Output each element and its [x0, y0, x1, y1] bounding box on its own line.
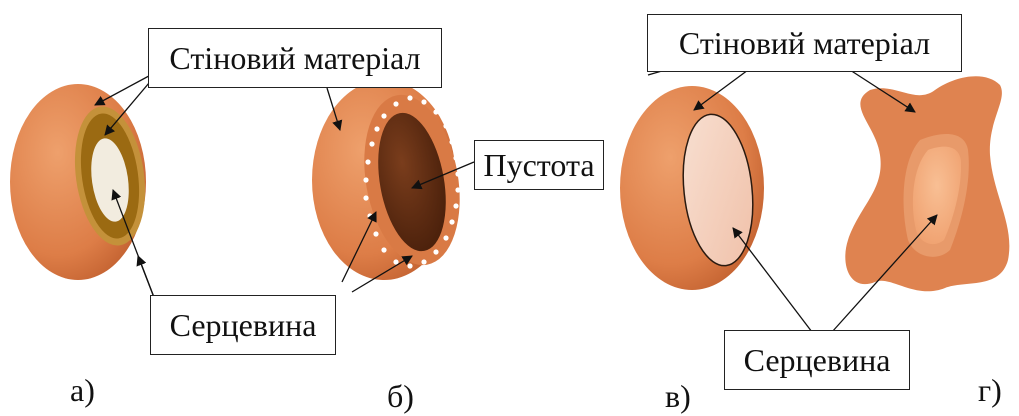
capsule-a [10, 84, 153, 280]
label-core-right: Серцевина [724, 330, 910, 390]
panel-label-d: г) [978, 372, 1002, 409]
label-wall-material-right: Стіновий матеріал [647, 14, 962, 72]
panel-label-a: а) [70, 372, 95, 409]
leader-lines [95, 60, 937, 332]
capsule-c [620, 86, 764, 290]
capsule-b [312, 80, 472, 280]
panel-label-c: в) [665, 378, 691, 415]
capsule-d [845, 76, 1009, 291]
label-wall-material-left: Стіновий матеріал [148, 28, 442, 88]
label-void: Пустота [474, 140, 604, 190]
label-core-left: Серцевина [150, 295, 336, 355]
panel-label-b: б) [387, 378, 414, 415]
